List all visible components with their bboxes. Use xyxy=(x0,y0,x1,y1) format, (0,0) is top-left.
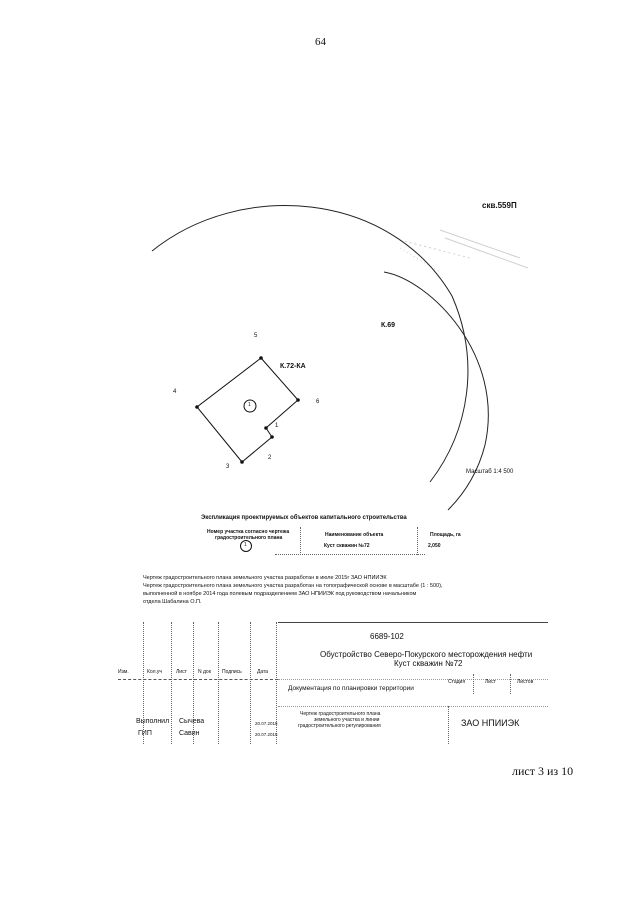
row-name-2: Савин xyxy=(179,730,200,737)
explication-header-name: Наименование объекта xyxy=(325,532,384,538)
explication-header-area: Площадь, га xyxy=(430,532,461,538)
project-title-line1: Обустройство Северо-Покурского месторожд… xyxy=(320,650,533,659)
point-label-6: 6 xyxy=(316,399,320,405)
point-label-4: 4 xyxy=(173,389,177,395)
sheet-title-line3: градостроительного регулирования xyxy=(298,723,381,729)
stage-header-list: Лист xyxy=(485,679,496,685)
notes-block: Чертеж градостроительного плана земельно… xyxy=(143,574,523,606)
plot-label: К.72-КА xyxy=(280,363,306,370)
explication-header-number-line1: Номер участка согласно чертежа xyxy=(207,529,290,535)
explication-table: Номер участка согласно чертежа градостро… xyxy=(205,527,475,555)
company-name: ЗАО НПИИЭК xyxy=(461,718,520,728)
row-role-1: Выполнил xyxy=(136,718,170,725)
project-title-line2: Куст скважин №72 xyxy=(394,659,463,668)
point-label-1: 1 xyxy=(275,423,279,429)
stage-header-listov: Листов xyxy=(517,679,534,685)
title-block-header-divider xyxy=(118,679,278,680)
header-podpis: Подпись xyxy=(222,669,242,675)
row-role-2: ГИП xyxy=(138,730,152,737)
row-name-1: Сычева xyxy=(179,718,205,725)
plot-number-circle xyxy=(243,399,257,413)
contour-arc-inner xyxy=(383,271,489,511)
point-label-5: 5 xyxy=(254,333,258,339)
header-list: Лист xyxy=(176,669,187,675)
scan-noise xyxy=(399,229,529,273)
sheet-footer: лист 3 из 10 xyxy=(512,764,574,778)
page-number: 64 xyxy=(315,36,326,48)
row-date-1: 20.07.2015 xyxy=(255,721,278,726)
note-line-3: выполненной в ноябре 2014 года полевым п… xyxy=(143,591,417,597)
stage-header-stadiya: Стадия xyxy=(448,679,466,685)
scale-label: Масштаб 1:4 500 xyxy=(466,469,514,475)
header-kol-uch: Кол.уч xyxy=(147,669,162,675)
land-plot-polygon xyxy=(196,357,299,463)
sheet-title-line2: земельного участка и линии xyxy=(314,717,380,723)
point-label-3: 3 xyxy=(226,464,230,470)
explication-row-number: 1 xyxy=(244,542,247,548)
point-label-2: 2 xyxy=(268,455,272,461)
note-line-2: Чертеж градостроительного плана земельно… xyxy=(143,583,443,589)
document-code: 6689-102 xyxy=(370,632,404,641)
well-label: скв.559П xyxy=(482,201,517,210)
explication-title: Экспликация проектируемых объектов капит… xyxy=(201,515,407,521)
note-line-1: Чертеж градостроительного плана земельно… xyxy=(143,575,387,581)
contour-arc-outer xyxy=(151,205,469,483)
note-line-4: отдела Шабалина О.П. xyxy=(143,599,202,605)
doc-name: Документация по планировки территории xyxy=(288,685,414,692)
explication-header-number-line2: градостроительного плана xyxy=(215,535,283,541)
sheet-title-line1: Чертеж градостроительного плана xyxy=(300,711,381,717)
header-izm: Изм. xyxy=(118,669,129,675)
explication-row-name: Куст скважин №72 xyxy=(324,543,370,549)
explication-row-area: 2,050 xyxy=(428,543,441,549)
contour-label: К.69 xyxy=(381,322,396,329)
title-block-code-divider xyxy=(278,622,548,623)
row-date-2: 20.07.2015 xyxy=(255,732,278,737)
explication-row-number-circle xyxy=(240,540,252,552)
header-ndok: N док xyxy=(198,669,211,675)
header-data: Дата xyxy=(257,669,269,675)
title-block: Изм. Кол.уч Лист N док Подпись Дата 6689… xyxy=(118,622,550,744)
plot-vertices xyxy=(195,356,300,464)
plot-number: 1 xyxy=(248,402,251,408)
